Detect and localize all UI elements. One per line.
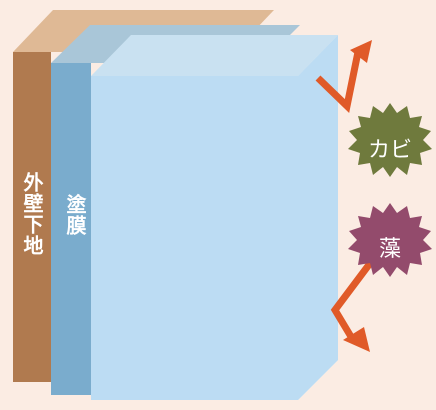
substrate-front-face [13,52,51,382]
substrate-label: 外壁下地 [20,172,44,256]
outer-right-face [91,35,338,400]
lower-deflect-arrow [330,259,374,352]
algae-badge [348,203,432,277]
algae-label: 藻 [378,237,401,262]
coating-label: 塗膜 [63,194,87,236]
coating-front-face [51,63,91,395]
upper-deflect-arrow [315,40,372,113]
mold-badge [348,103,432,177]
outer-top-face [91,35,338,76]
mold-label: カビ [367,138,412,163]
